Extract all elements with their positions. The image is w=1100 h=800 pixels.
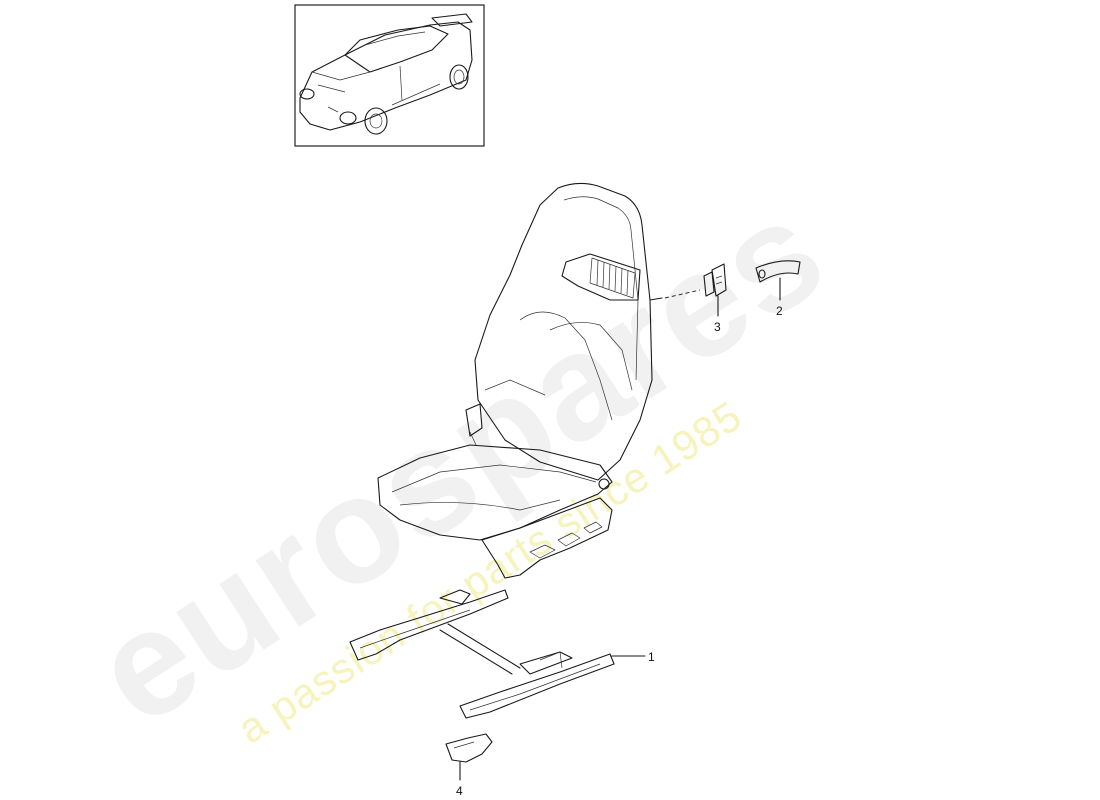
watermark: eurospares a passion for parts since 198… [66,165,853,757]
callout-leaders [459,277,781,781]
part-3-clip [664,263,727,299]
car-icon [299,13,473,135]
vehicle-thumbnail [294,4,485,147]
seat-assembly [377,182,663,579]
part-4-cap [445,733,493,763]
part-2-cover [755,260,801,283]
callout-2: 2 [776,304,783,318]
vent-mesh [589,257,636,299]
callout-3: 3 [714,320,721,334]
callouts: 1 2 3 4 [456,304,783,798]
callout-1: 1 [648,650,655,664]
callout-4: 4 [456,784,463,798]
thumbnail-frame [294,4,485,147]
part-1-rails [349,589,615,719]
watermark-brand: eurospares [66,165,853,757]
